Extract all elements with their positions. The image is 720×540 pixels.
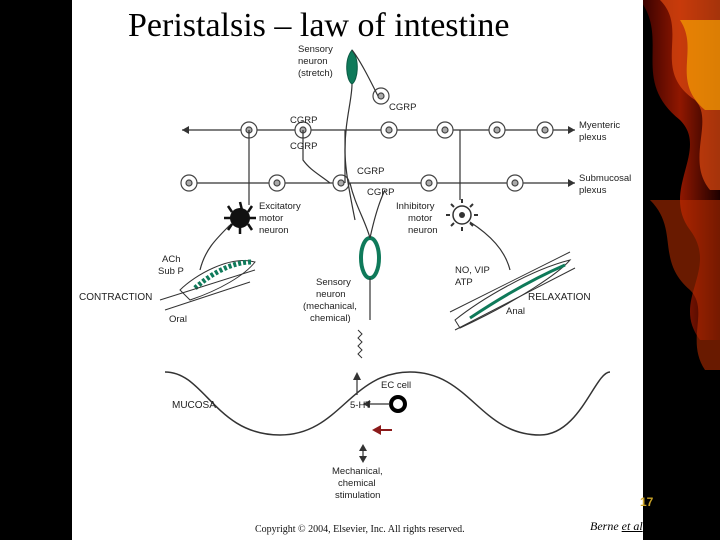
excitatory-motor-neuron-icon [199,201,256,271]
label-no-vip: NO, VIP [455,265,490,276]
myenteric-ganglia [240,87,554,139]
citation-suffix: et al [621,519,643,533]
label-cgrp-top-right: CGRP [389,102,416,113]
label-cgrp-top-left: CGRP [290,115,317,126]
label-mucosa: MUCOSA [172,400,216,411]
citation-author: Berne [590,519,619,533]
label-inhibitory-2: motor [408,213,432,224]
label-anal: Anal [506,306,525,317]
stretch-sensory-neuron [344,49,379,221]
stimulation-double-arrow [359,444,367,463]
label-sensory-stretch-2: neuron [298,56,328,67]
label-inhibitory-3: neuron [408,225,438,236]
label-submucosal-2: plexus [579,185,607,196]
label-cgrp-mid-upper: CGRP [357,166,384,177]
contraction-muscle [159,259,256,311]
label-stimulation-1: Mechanical, [332,466,383,477]
page-number: 17 [640,495,654,509]
stimulus-red-arrow [372,425,392,435]
label-stimulation-2: chemical [338,478,376,489]
label-5ht: 5-HT [350,400,371,411]
label-sensory-mech-3: (mechanical, [303,301,357,312]
slide-title: Peristalsis – law of intestine [128,7,510,44]
mucosa-wave [164,371,611,436]
label-sensory-mech-4: chemical) [310,313,351,324]
label-excitatory-2: motor [259,213,283,224]
label-ec-cell: EC cell [381,380,411,391]
label-ach: ACh [162,254,180,265]
submucosal-ganglia [180,174,524,192]
serotonin-arrow [353,372,361,395]
label-sensory-stretch-3: (stretch) [298,68,333,79]
connecting-fibers [248,130,461,205]
label-atp: ATP [455,277,473,288]
label-excitatory-3: neuron [259,225,289,236]
label-relaxation: RELAXATION [528,292,591,303]
label-myenteric-1: Myenteric [579,120,620,131]
copyright-notice: Copyright © 2004, Elsevier, Inc. All rig… [255,524,465,535]
label-subp: Sub P [158,266,184,277]
citation: Berne et al [590,519,643,534]
label-sensory-stretch-1: Sensory [298,44,333,55]
relaxation-muscle [449,251,576,331]
mechanical-sensory-neuron [349,182,386,359]
label-contraction: CONTRACTION [79,292,152,303]
label-cgrp-mid-lower: CGRP [367,187,394,198]
inhibitory-motor-neuron-icon [446,199,511,271]
ec-cell-icon [363,395,407,413]
label-submucosal-1: Submucosal [579,173,631,184]
label-cgrp-left-lower: CGRP [290,141,317,152]
label-oral: Oral [169,314,187,325]
label-inhibitory-1: Inhibitory [396,201,435,212]
label-stimulation-3: stimulation [335,490,380,501]
label-myenteric-2: plexus [579,132,607,143]
label-sensory-mech-1: Sensory [316,277,351,288]
label-excitatory-1: Excitatory [259,201,301,212]
label-sensory-mech-2: neuron [316,289,346,300]
